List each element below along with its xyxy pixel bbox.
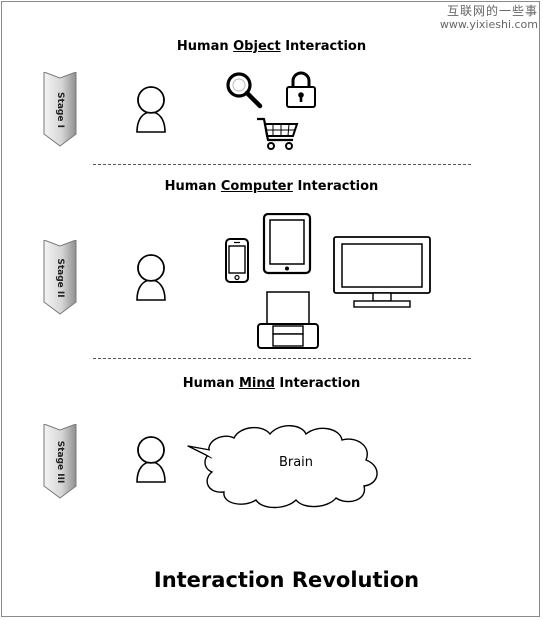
cloud-label: Brain: [278, 455, 314, 470]
stage-arrow-1: Stage I: [42, 72, 78, 148]
section-title-pre: Human: [164, 179, 221, 194]
section-title-stage-2: Human Computer Interaction: [0, 179, 543, 194]
section-title-keyword: Mind: [238, 376, 275, 391]
section-divider: [93, 164, 471, 165]
section-title-keyword: Object: [233, 39, 281, 54]
section-title-pre: Human: [182, 376, 239, 391]
stage-label: Stage I: [55, 92, 65, 128]
section-title-keyword: Computer: [220, 179, 293, 194]
magnifier-icon: [226, 72, 263, 109]
tablet-icon: [262, 213, 312, 275]
stage-label: Stage III: [55, 440, 65, 484]
person-icon: [136, 436, 166, 483]
thought-cloud: [187, 425, 378, 509]
person-icon: [136, 86, 166, 133]
watermark-chinese: 互联网的一些事: [446, 4, 538, 18]
section-title-pre: Human: [176, 39, 234, 54]
section-title-post: Interaction: [280, 39, 367, 54]
padlock-icon: [286, 71, 316, 108]
printer-icon: [257, 291, 319, 349]
section-title-stage-3: Human Mind Interaction: [0, 376, 543, 391]
person-icon: [136, 254, 166, 301]
diagram-title: Interaction Revolution: [153, 568, 420, 592]
shopping-cart-icon: [257, 117, 299, 150]
stage-arrow-2: Stage II: [42, 240, 78, 316]
monitor-icon: [333, 236, 431, 308]
watermark-url: www.yixieshi.com: [439, 18, 538, 31]
section-title-post: Interaction: [274, 376, 361, 391]
stage-label: Stage II: [55, 258, 65, 298]
stage-arrow-3: Stage III: [42, 424, 78, 500]
section-divider: [93, 358, 471, 359]
section-title-post: Interaction: [292, 179, 379, 194]
smartphone-icon: [225, 238, 249, 283]
section-title-stage-1: Human Object Interaction: [0, 39, 543, 54]
watermark: 互联网的一些事 www.yixieshi.com: [440, 4, 538, 32]
